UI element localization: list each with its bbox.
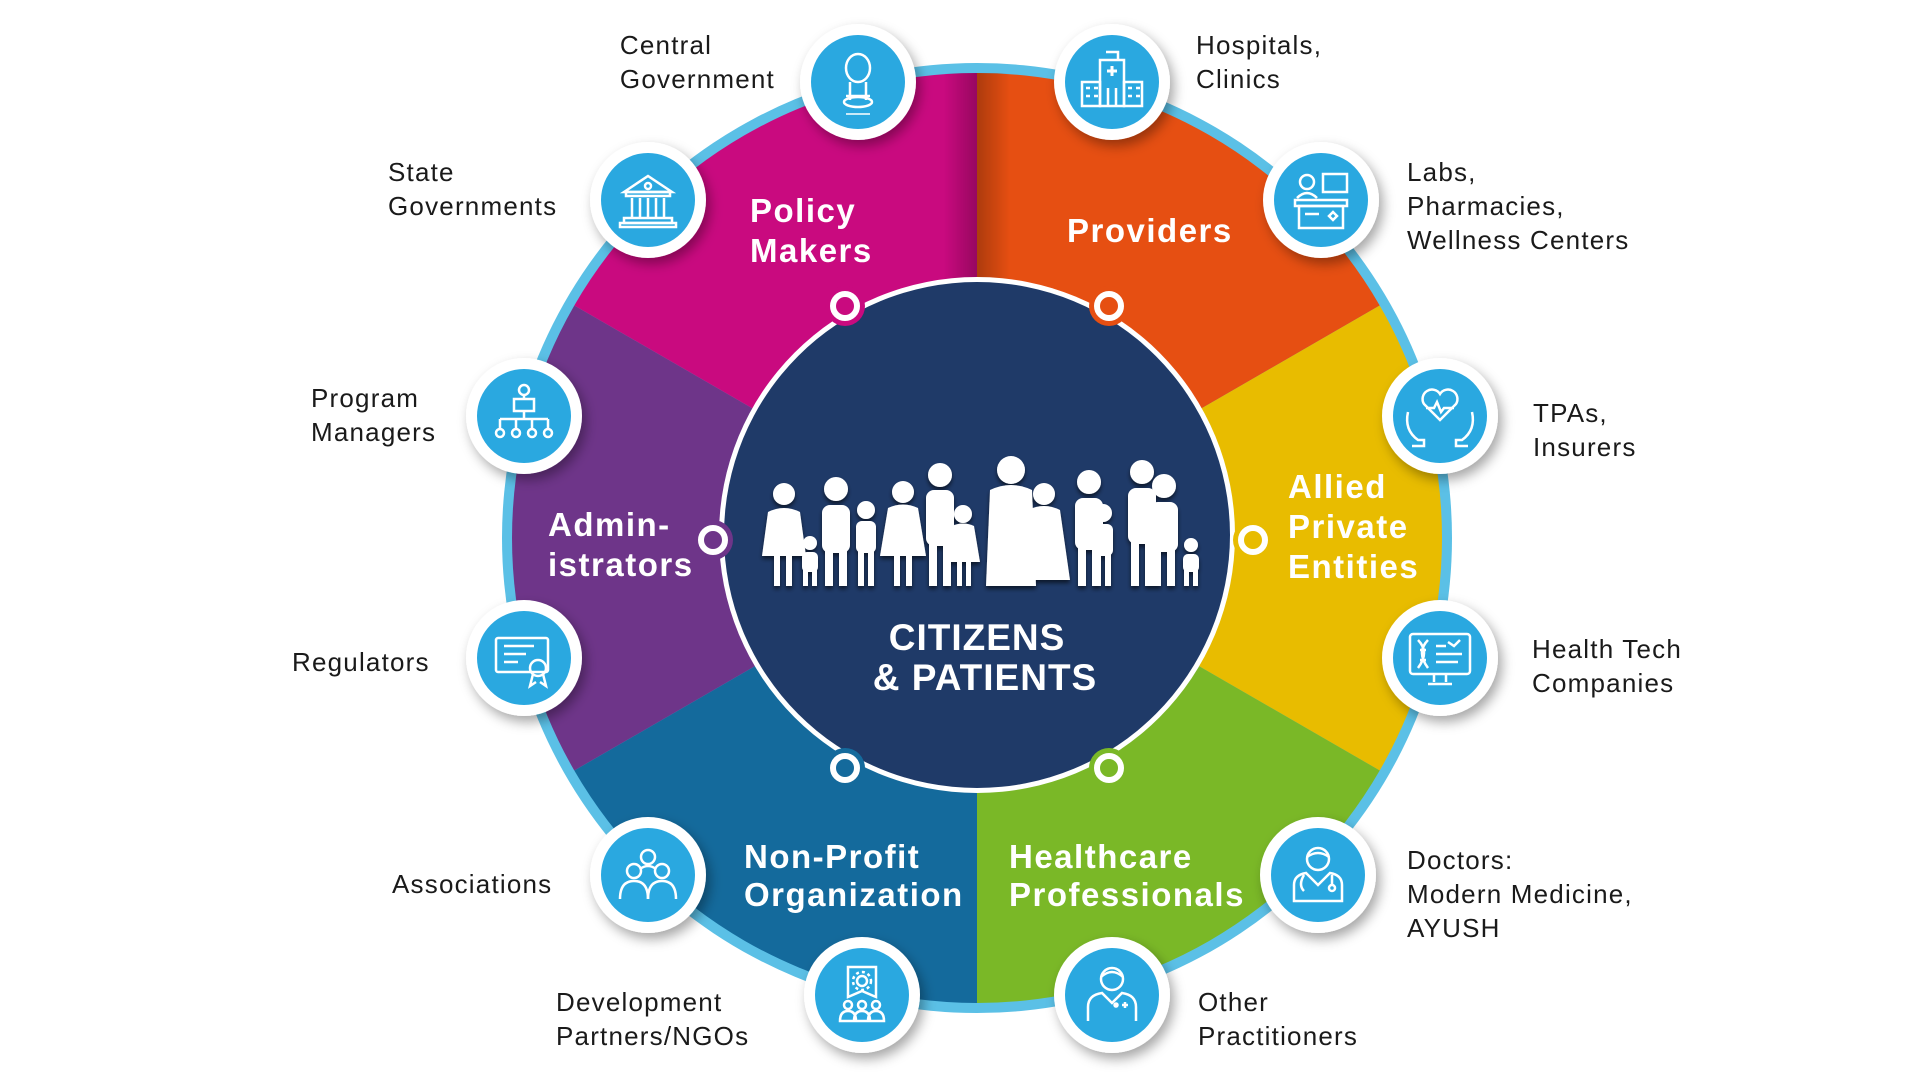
segment-label-healthcare: Professionals — [1009, 876, 1245, 913]
label-line: Governments — [388, 191, 558, 221]
label-central-government: Central Government — [620, 28, 775, 96]
label-line: Wellness Centers — [1407, 225, 1630, 255]
org-chart-icon — [494, 383, 554, 439]
label-line: Program — [311, 383, 420, 413]
heart-hands-icon — [1405, 388, 1475, 448]
label-line: Associations — [392, 869, 553, 899]
label-labs-pharmacies: Labs, Pharmacies, Wellness Centers — [1407, 155, 1629, 257]
label-line: Clinics — [1196, 64, 1281, 94]
label-tpas-insurers: TPAs, Insurers — [1533, 396, 1637, 464]
badge-central-government[interactable] — [800, 24, 916, 140]
badge-associations[interactable] — [590, 817, 706, 933]
segment-label-policy: Policy — [750, 192, 856, 229]
center-title-line2: & PATIENTS — [873, 657, 1097, 698]
dot-nonprofit — [825, 748, 865, 788]
segment-label-nonprofit: Organization — [744, 876, 964, 913]
label-line: Hospitals, — [1196, 30, 1323, 60]
people-group-icon — [762, 456, 1199, 586]
badge-hospitals-clinics[interactable] — [1054, 24, 1170, 140]
label-regulators: Regulators — [292, 645, 430, 679]
dot-providers — [1089, 286, 1129, 326]
label-line: Partners/NGOs — [556, 1021, 750, 1051]
label-hospitals-clinics: Hospitals, Clinics — [1196, 28, 1322, 96]
segment-labels: Policy Makers Providers Allied Private E… — [548, 192, 1419, 913]
label-line: Insurers — [1533, 432, 1637, 462]
badge-health-tech[interactable] — [1382, 600, 1498, 716]
center-circle-fill — [724, 282, 1230, 788]
stakeholder-badges — [466, 24, 1498, 1053]
dot-policy — [825, 286, 865, 326]
label-line: Regulators — [292, 647, 430, 677]
segment-shading — [944, 73, 1010, 300]
label-development-partners: Development Partners/NGOs — [556, 985, 749, 1053]
segment-label-administrators: istrators — [548, 546, 694, 583]
badge-program-managers[interactable] — [466, 358, 582, 474]
label-line: State — [388, 157, 455, 187]
connector-dots — [693, 286, 1273, 788]
label-line: AYUSH — [1407, 913, 1501, 943]
label-line: Doctors: — [1407, 845, 1514, 875]
dot-healthcare — [1089, 748, 1129, 788]
group-icon — [618, 848, 678, 900]
badge-other-practitioners[interactable] — [1054, 937, 1170, 1053]
doctor-icon — [1292, 846, 1344, 903]
segment-label-nonprofit: Non-Profit — [744, 838, 920, 875]
badge-labs-pharmacies[interactable] — [1263, 142, 1379, 258]
practitioner-icon — [1086, 966, 1138, 1021]
label-doctors: Doctors: Modern Medicine, AYUSH — [1407, 843, 1633, 945]
label-state-governments: State Governments — [388, 155, 557, 223]
badge-state-governments[interactable] — [590, 142, 706, 258]
segment-label-administrators: Admin- — [548, 506, 671, 543]
label-line: Managers — [311, 417, 437, 447]
dot-allied — [1233, 520, 1273, 560]
pharmacy-counter-icon — [1293, 172, 1349, 230]
label-line: Modern Medicine, — [1407, 879, 1633, 909]
segment-label-allied: Allied — [1288, 468, 1387, 505]
badge-tpas-insurers[interactable] — [1382, 358, 1498, 474]
label-other-practitioners: Other Practitioners — [1198, 985, 1358, 1053]
label-line: Development — [556, 987, 723, 1017]
segment-label-allied: Private — [1288, 508, 1409, 545]
segment-label-policy: Makers — [750, 232, 873, 269]
label-health-tech: Health Tech Companies — [1532, 632, 1682, 700]
center-title-line1: CITIZENS — [889, 617, 1066, 658]
label-line: Pharmacies, — [1407, 191, 1565, 221]
badge-doctors[interactable] — [1260, 817, 1376, 933]
certificate-icon — [494, 636, 550, 689]
badge-development-partners[interactable] — [804, 937, 920, 1053]
dot-administrators — [693, 520, 733, 560]
label-line: Central — [619, 30, 713, 60]
hospital-icon — [1080, 50, 1144, 108]
label-program-managers: Program Managers — [311, 381, 436, 449]
label-line: Companies — [1532, 668, 1675, 698]
label-associations: Associations — [392, 867, 552, 901]
national-emblem-icon — [842, 52, 874, 115]
label-line: Health Tech — [1532, 634, 1683, 664]
segment-label-healthcare: Healthcare — [1009, 838, 1193, 875]
label-line: Other — [1198, 987, 1270, 1017]
label-line: Labs, — [1407, 157, 1477, 187]
segment-label-allied: Entities — [1288, 548, 1419, 585]
label-line: Government — [619, 64, 775, 94]
label-line: Practitioners — [1198, 1021, 1359, 1051]
badge-regulators[interactable] — [466, 600, 582, 716]
presentation-team-icon — [838, 965, 886, 1023]
dna-monitor-icon — [1408, 632, 1472, 686]
government-building-icon — [618, 174, 678, 229]
segment-label-providers: Providers — [1067, 212, 1233, 249]
label-line: TPAs, — [1533, 398, 1608, 428]
